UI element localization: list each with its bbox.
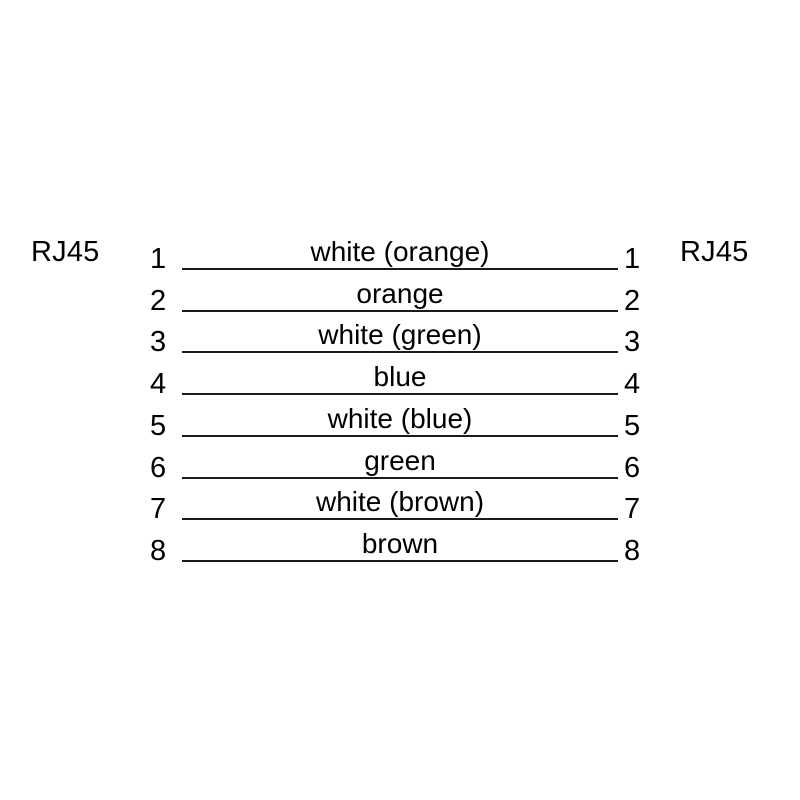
pin-number-left: 2 [150,284,167,317]
wire-connection-line [182,268,618,270]
wire-connection-line [182,476,618,479]
wire-color-label: white (blue) [327,402,473,434]
pin-number-right: 2 [624,284,641,317]
wire-connection-line [182,393,618,396]
pin-number-right: 6 [624,451,641,484]
wire-color-label: brown [361,527,439,559]
pin-number-left: 5 [150,409,167,442]
pin-number-right: 1 [624,243,641,275]
pin-number-right: 5 [624,409,641,442]
pin-number-right: 4 [624,368,641,401]
wire-color-label: green [364,444,436,476]
connector-label-left: RJ45 [31,236,100,268]
pin-number-left: 6 [150,451,167,484]
wire-color-label: white (green) [318,319,482,351]
pin-number-left: 8 [150,534,167,567]
wire-color-label: orange [356,277,444,309]
pin-number-left: 3 [150,326,167,359]
wire-connection-line [182,559,618,562]
pin-number-right: 7 [624,493,641,526]
wire-color-label: white (brown) [315,486,485,518]
pin-number-right: 3 [624,326,641,359]
connector-label-right: RJ45 [680,236,749,268]
pin-number-left: 1 [150,243,167,275]
pin-number-left: 7 [150,493,167,526]
wire-connection-line [182,434,618,437]
pin-number-right: 8 [624,534,641,567]
wire-connection-line [182,518,618,521]
pin-number-left: 4 [150,368,167,401]
wire-color-label: white (orange) [310,236,490,267]
wire-connection-line [182,351,618,354]
wire-connection-line [182,309,618,312]
wire-color-label: blue [373,361,427,393]
